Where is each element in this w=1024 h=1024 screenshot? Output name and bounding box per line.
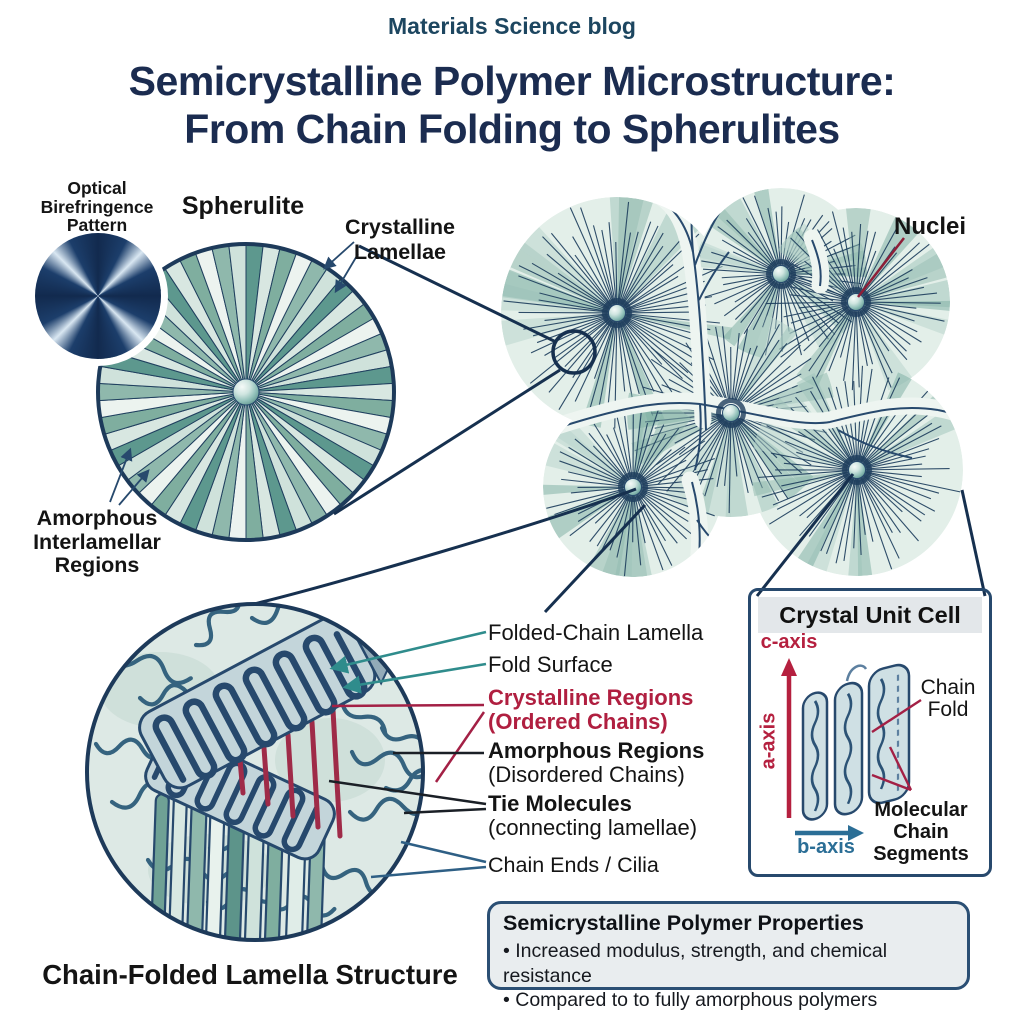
chain-ends-leader bbox=[400, 840, 487, 864]
folded-chain-leader bbox=[329, 630, 487, 674]
blog-header: Materials Science blog bbox=[388, 13, 636, 39]
nuclei-label: Nuclei bbox=[893, 213, 967, 240]
properties-panel: Semicrystalline Polymer Properties Incre… bbox=[487, 901, 970, 1011]
molecular-chain-segments-label: Molecular Chain Segments bbox=[873, 799, 969, 865]
magnifier-circle bbox=[551, 329, 597, 375]
crystalline-lamellae-arrow bbox=[334, 253, 359, 294]
unit-cell-slab bbox=[867, 663, 911, 805]
page-title: Semicrystalline Polymer Microstructure: … bbox=[0, 58, 1024, 154]
zoom-cone-line bbox=[960, 489, 987, 597]
b-axis-label: b-axis bbox=[797, 836, 855, 858]
spherulite-cluster-illustration bbox=[501, 188, 963, 577]
amorphous-regions-label: Amorphous Regions (Disordered Chains) bbox=[488, 738, 705, 788]
properties-bullet: Compared to to fully amorphous polymers bbox=[503, 988, 954, 1013]
amorphous-interlamellar-arrow bbox=[109, 447, 133, 503]
properties-title: Semicrystalline Polymer Properties bbox=[503, 911, 864, 935]
zoom-cone-line bbox=[333, 368, 561, 516]
a-axis-label: a-axis bbox=[757, 712, 780, 770]
zoom-cone-line bbox=[543, 503, 647, 614]
tie-molecules-leader bbox=[403, 807, 487, 815]
chain-ends-leader bbox=[370, 865, 487, 879]
lamella-caption: Chain-Folded Lamella Structure bbox=[42, 959, 458, 990]
crystalline-lamellae-label: Crystalline Lamellae bbox=[345, 215, 455, 264]
zoom-callout-lines bbox=[195, 244, 987, 620]
nuclei-leader bbox=[857, 237, 905, 298]
crystalline-regions-leader bbox=[331, 703, 485, 708]
amorphous-interlamellar-arrow bbox=[118, 469, 150, 506]
chain-fold-label: Chain Fold bbox=[920, 676, 976, 722]
properties-list: Increased modulus, strength, and chemica… bbox=[503, 939, 954, 1013]
title-line-1: Semicrystalline Polymer Microstructure: bbox=[128, 58, 896, 104]
chain-ends-label: Chain Ends / Cilia bbox=[488, 853, 659, 877]
spherulite-label: Spherulite bbox=[181, 192, 305, 220]
amorphous-interlamellar-label: Amorphous Interlamellar Regions bbox=[33, 506, 161, 578]
fold-surface-label: Fold Surface bbox=[488, 652, 613, 677]
unit-cell-slab bbox=[833, 681, 864, 816]
c-axis-arrowhead bbox=[781, 658, 797, 676]
c-axis-label: c-axis bbox=[760, 631, 818, 653]
crystalline-lamellae-arrow bbox=[323, 241, 355, 270]
crystal-unit-cell-title: Crystal Unit Cell bbox=[758, 597, 982, 633]
tie-molecules-label: Tie Molecules (connecting lamellae) bbox=[488, 791, 698, 841]
tie-molecules-leader bbox=[328, 779, 487, 806]
fold-surface-leader bbox=[342, 662, 487, 694]
molecular-leader bbox=[871, 773, 912, 792]
unit-cell-illustration bbox=[781, 658, 922, 841]
zoom-cone-line bbox=[358, 244, 557, 344]
crystal-unit-cell-panel: Crystal Unit Cell bbox=[748, 588, 992, 877]
unit-cell-slab bbox=[801, 691, 829, 821]
crystalline-regions-label: Crystalline Regions (Ordered Chains) bbox=[488, 685, 694, 735]
folded-chain-lamella-label: Folded-Chain Lamella bbox=[488, 620, 704, 645]
zoom-cone-line bbox=[755, 473, 855, 597]
label-leader-lines bbox=[109, 237, 905, 879]
title-line-2: From Chain Folding to Spherulites bbox=[184, 105, 840, 152]
optical-birefringence-pattern bbox=[35, 233, 161, 359]
chain-fold-leader bbox=[871, 698, 922, 734]
molecular-leader bbox=[888, 746, 913, 791]
spherulite-illustration bbox=[96, 242, 396, 542]
optical-birefringence-label: Optical Birefringence Pattern bbox=[40, 178, 154, 236]
properties-bullet: Increased modulus, strength, and chemica… bbox=[503, 939, 954, 988]
b-axis-arrowhead bbox=[848, 825, 864, 841]
chain-folded-lamella-illustration bbox=[85, 602, 425, 942]
crystalline-regions-leader bbox=[434, 711, 486, 783]
chain-fold-loop bbox=[845, 664, 868, 682]
